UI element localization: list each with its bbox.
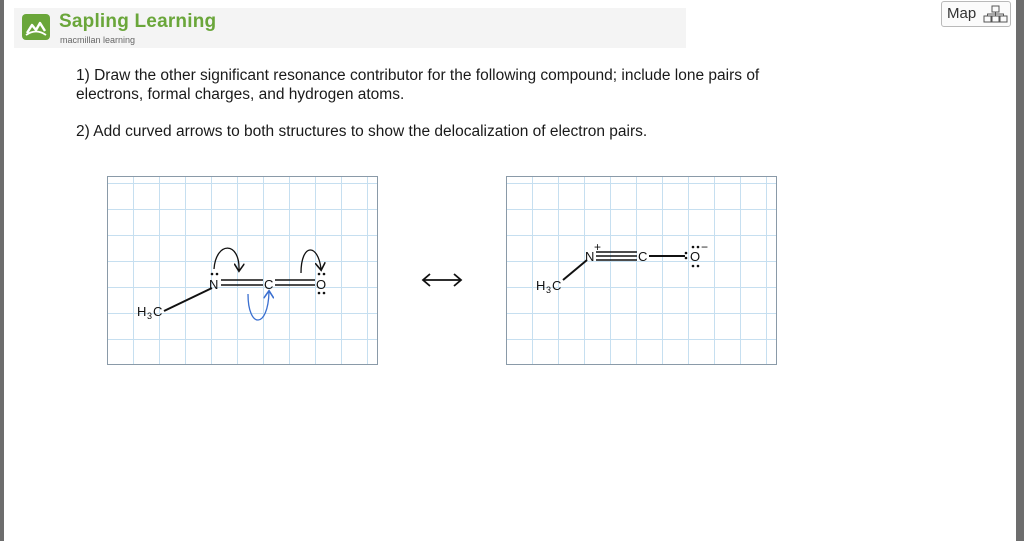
methyl-h-label: H xyxy=(137,304,146,319)
structure-left: H 3 C N C O xyxy=(137,247,326,321)
methyl-h-label: H xyxy=(536,278,545,293)
oxygen-lone-pair-bottom xyxy=(691,264,695,268)
oxygen-lone-pair-left xyxy=(684,251,688,255)
window-frame-right xyxy=(1016,0,1024,541)
structure-right: H 3 C N + C O − xyxy=(536,240,708,295)
map-button[interactable]: Map xyxy=(941,1,1011,27)
sapling-logo-icon xyxy=(22,14,50,40)
oxygen-lone-pair-bottom xyxy=(317,291,321,295)
curved-arrow-pi-bond[interactable] xyxy=(300,249,321,274)
curved-arrow-blue[interactable] xyxy=(247,292,269,321)
resonance-arrow-icon xyxy=(421,273,463,287)
question-1-line-1: 1) Draw the other significant resonance … xyxy=(76,67,760,84)
nitrogen-atom: N xyxy=(585,249,594,264)
methyl-subscript: 3 xyxy=(147,311,152,321)
carbon-atom: C xyxy=(264,277,273,292)
brand-subtitle: macmillan learning xyxy=(60,35,136,45)
oxygen-formal-charge: − xyxy=(701,240,708,254)
methyl-nitrogen-bond xyxy=(562,259,588,281)
question-1-line-2: electrons, formal charges, and hydrogen … xyxy=(76,86,405,103)
methyl-nitrogen-bond xyxy=(163,287,213,312)
nitrogen-atom: N xyxy=(209,277,218,292)
brand-name: Sapling Learning xyxy=(59,11,217,32)
oxygen-lone-pair-top xyxy=(317,272,321,276)
nitrogen-formal-charge: + xyxy=(594,240,601,254)
oxygen-atom: O xyxy=(690,249,700,264)
oxygen-lone-pair-top xyxy=(691,245,695,249)
map-button-label: Map xyxy=(947,5,977,22)
window-frame-left xyxy=(0,0,4,541)
methyl-subscript: 3 xyxy=(546,285,551,295)
curved-arrow-lone-pair[interactable] xyxy=(213,247,239,270)
drawing-canvas-right[interactable]: H 3 C N + C O − xyxy=(506,176,777,365)
nitrogen-lone-pair xyxy=(210,272,214,276)
methyl-c-label: C xyxy=(552,278,561,293)
question-2: 2) Add curved arrows to both structures … xyxy=(76,123,648,140)
carbon-atom: C xyxy=(638,249,647,264)
header-bar: Sapling Learning macmillan learning xyxy=(14,8,686,48)
map-tree-icon xyxy=(983,5,1008,23)
oxygen-atom: O xyxy=(316,277,326,292)
methyl-c-label: C xyxy=(153,304,162,319)
drawing-canvas-left[interactable]: H 3 C N C O xyxy=(107,176,378,365)
